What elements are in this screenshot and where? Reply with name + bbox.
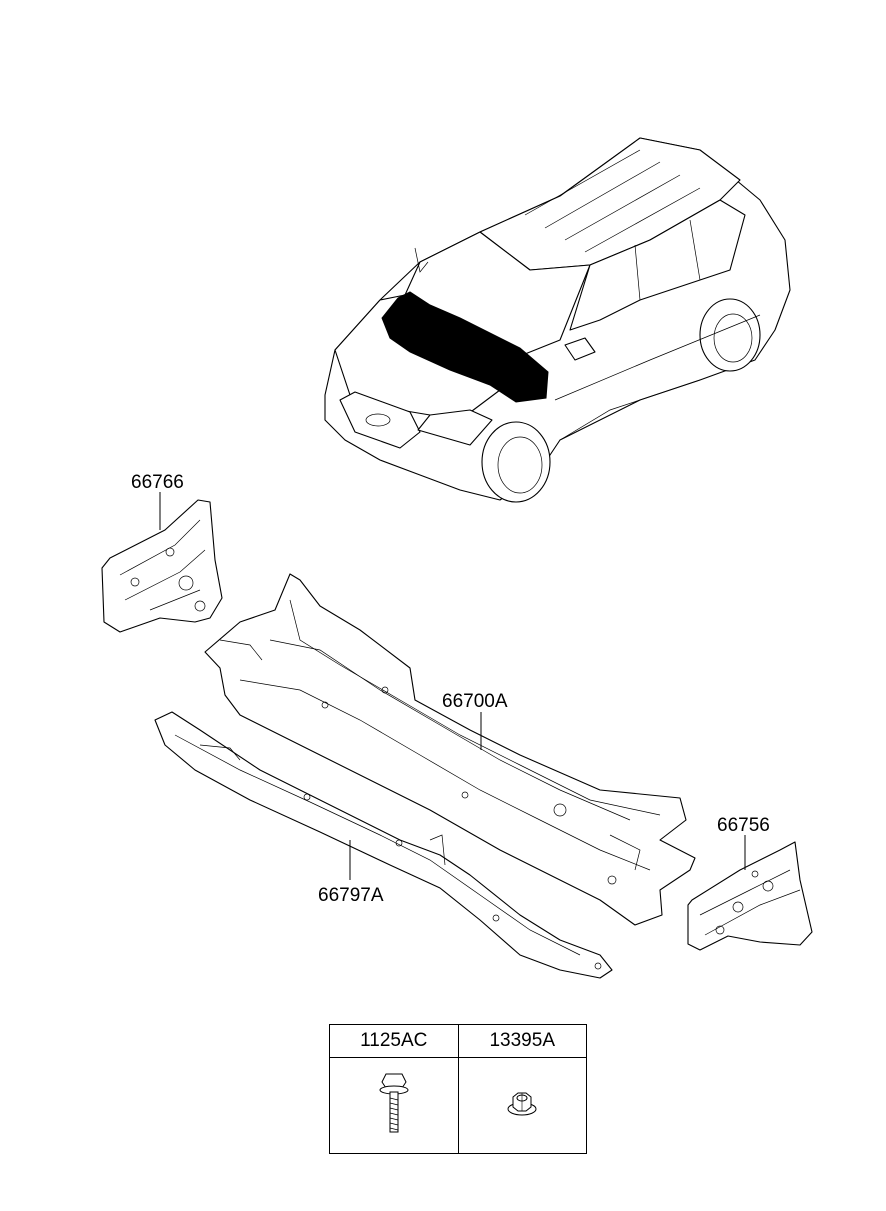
- rear-wheel: [699, 298, 761, 372]
- fastener-part-no-13395a: 13395A: [457, 1024, 587, 1058]
- part-66797a-cross-member: [154, 711, 613, 979]
- fastener-part-no-1125ac: 1125AC: [329, 1024, 459, 1058]
- fastener-cell-bolt: [329, 1057, 459, 1154]
- flange-bolt-icon: [379, 1073, 409, 1133]
- part-66766-side-panel: [101, 492, 223, 633]
- label-66756: 66756: [717, 815, 770, 836]
- fastener-cell-nut: [457, 1057, 587, 1154]
- label-66797a: 66797A: [318, 885, 384, 906]
- fastener-table: 1125AC 13395A: [329, 1024, 587, 1154]
- fastener-header-row: 1125AC 13395A: [329, 1024, 587, 1058]
- vehicle-illustration: [324, 137, 791, 503]
- cowl-highlight: [381, 291, 549, 403]
- part-66700a-cowl-panel: [204, 573, 696, 926]
- part-66756-side-panel: [687, 835, 813, 951]
- fastener-icon-row: [329, 1057, 587, 1154]
- label-66766: 66766: [131, 472, 184, 493]
- front-wheel: [481, 421, 551, 503]
- label-66700a: 66700A: [442, 691, 508, 712]
- flange-nut-icon: [507, 1092, 537, 1116]
